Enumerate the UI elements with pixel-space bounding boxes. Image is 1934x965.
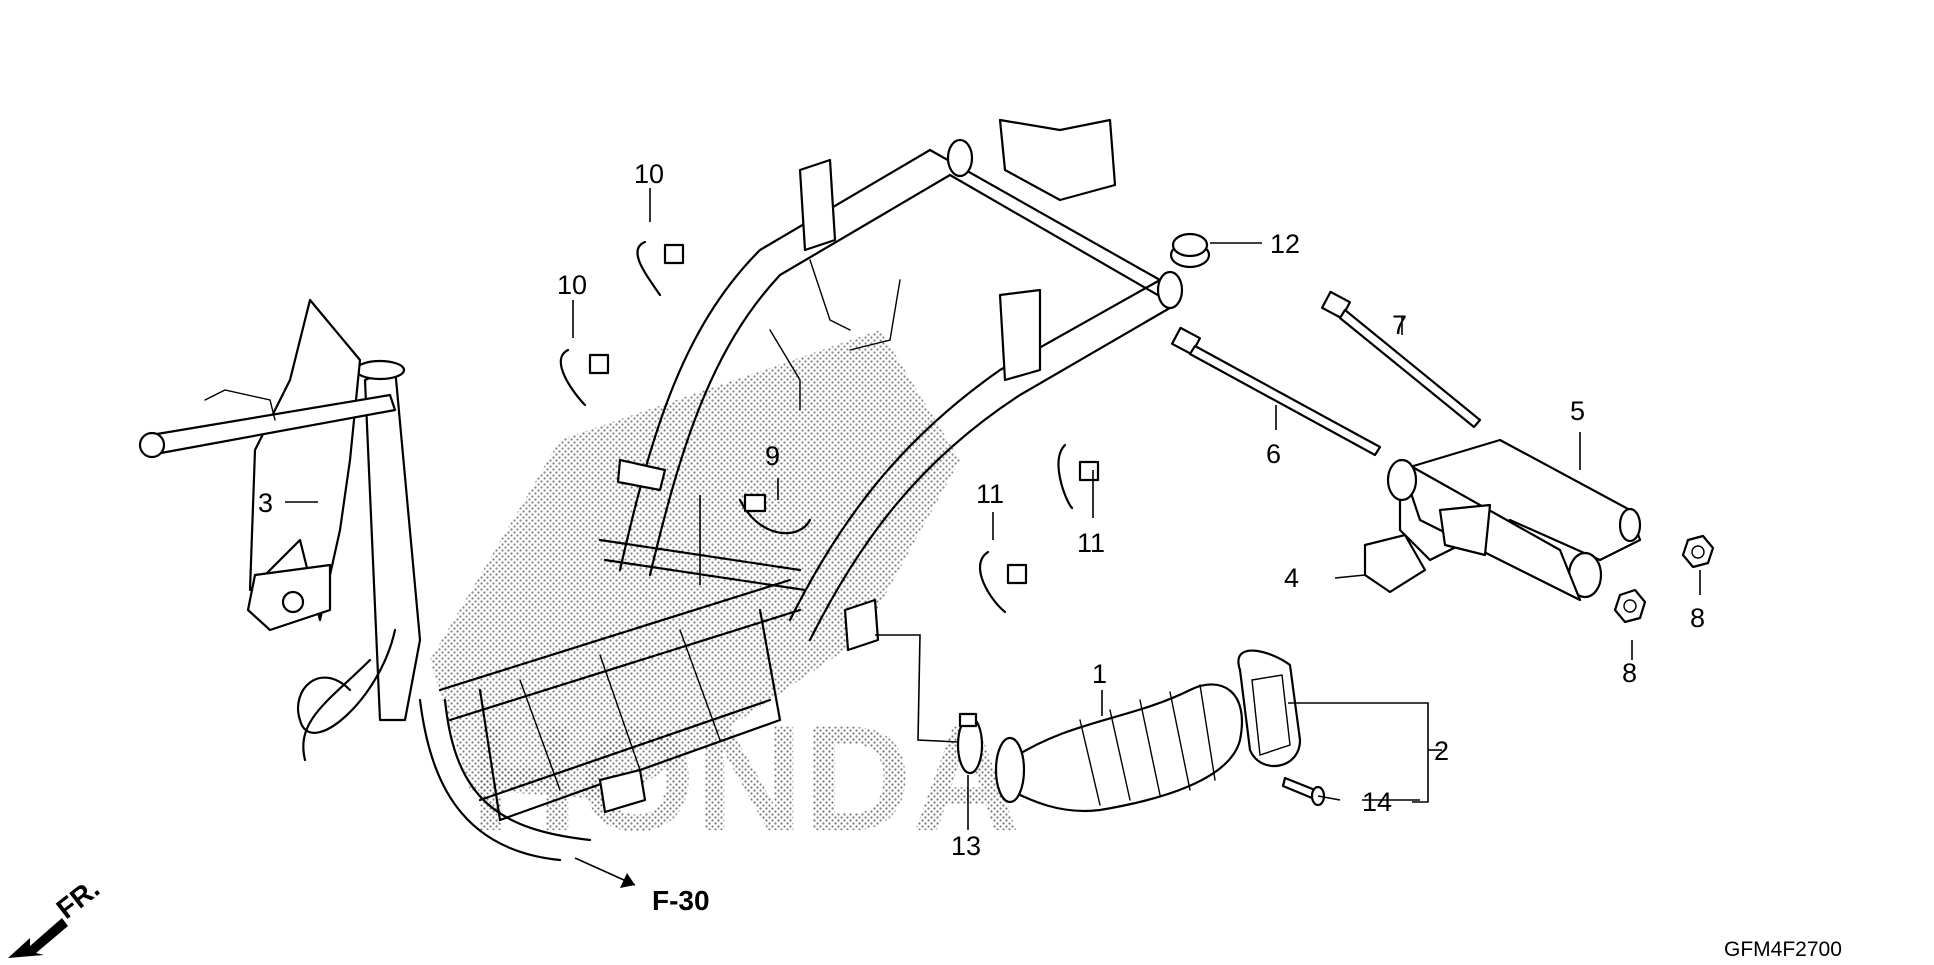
part-7-bolt: [1320, 290, 1482, 429]
watermark-text: HONDA: [470, 694, 1020, 862]
part-6-bolt: [1170, 326, 1382, 457]
part-2-duct: [1237, 649, 1302, 768]
callout-8a: 8: [1622, 658, 1637, 688]
front-arrow-icon: [8, 918, 68, 958]
front-direction-label: FR.: [51, 873, 106, 925]
callout-8b: 8: [1690, 603, 1705, 633]
callout-5: 5: [1570, 396, 1585, 426]
part-14-screw: [1281, 776, 1326, 807]
callout-11a: 11: [976, 479, 1004, 509]
reference-label: F-30: [652, 885, 710, 916]
callout-4: 4: [1284, 563, 1299, 593]
callout-7: 7: [1392, 310, 1407, 340]
part-4-rubber-mount: [1363, 533, 1427, 594]
callout-14: 14: [1362, 787, 1392, 817]
part-1-intake-boot: [994, 683, 1243, 813]
callout-3: 3: [258, 488, 273, 518]
part-12-grommet: [1169, 232, 1211, 269]
leader-lines: [285, 188, 1701, 830]
callout-13: 13: [951, 831, 981, 861]
part-5-hanger: [1386, 438, 1642, 602]
callout-1: 1: [1092, 659, 1107, 689]
part-number-labels: 1 2 3 4 5 6 7 8 8 9 10 10 11 11 12 13 14: [258, 159, 1705, 861]
callout-12: 12: [1270, 229, 1300, 259]
cable-clips: [559, 240, 1100, 614]
callout-6: 6: [1266, 439, 1281, 469]
part-8-nuts: [1613, 534, 1715, 624]
front-direction-indicator: FR.: [8, 873, 105, 958]
stipple-shadow: [430, 330, 960, 800]
callout-2: 2: [1434, 736, 1449, 766]
reference-f30: F-30: [574, 857, 710, 916]
part-13-clamp: [956, 712, 984, 775]
callout-9: 9: [765, 441, 780, 471]
reference-arrow-head: [620, 873, 635, 888]
frame-body: [246, 118, 1184, 862]
drawing-code: GFM4F2700: [1724, 938, 1842, 961]
callout-10b: 10: [557, 270, 587, 300]
callout-10a: 10: [634, 159, 664, 189]
part-3-bracket: [138, 389, 397, 459]
callout-11b: 11: [1077, 528, 1105, 558]
